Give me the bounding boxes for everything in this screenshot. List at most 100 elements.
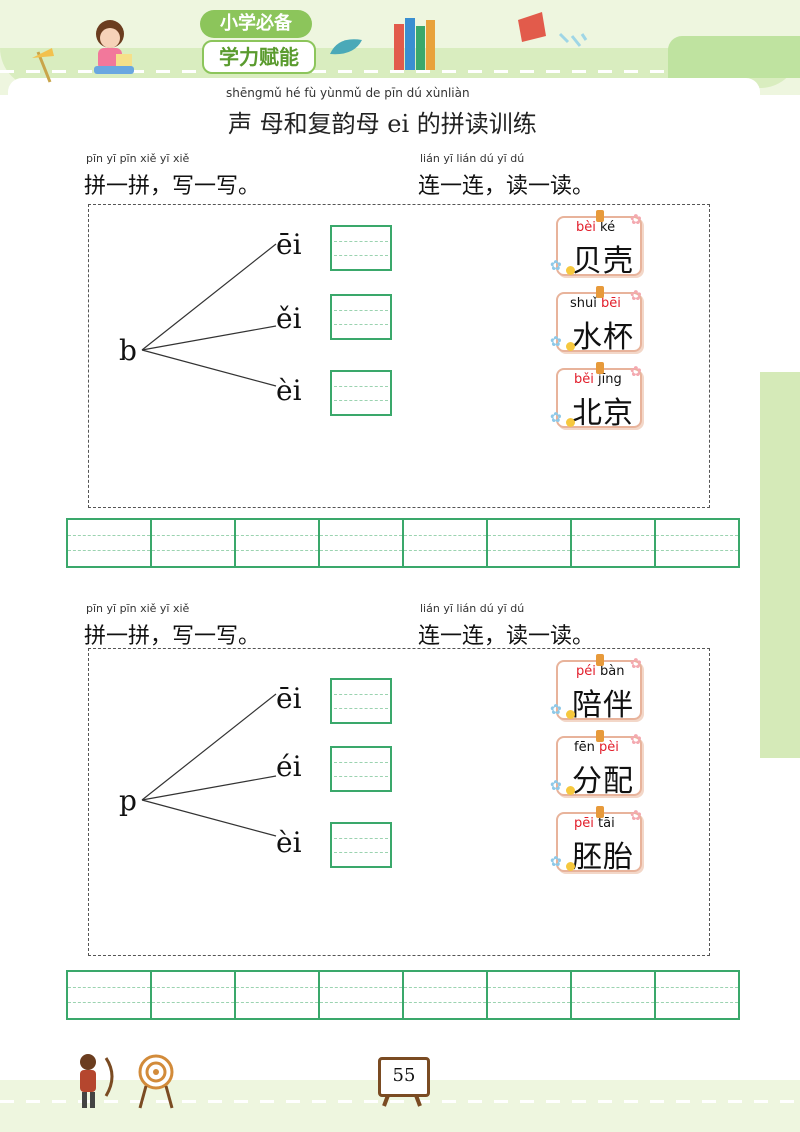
section2-right-heading: 连一连，读一读。	[418, 624, 595, 649]
initial-p: p	[119, 784, 137, 817]
pin-icon	[596, 806, 604, 818]
flower-icon: ✿	[550, 854, 562, 870]
card-pinyin: péi bàn	[576, 664, 624, 679]
write-box[interactable]	[330, 746, 392, 792]
brand-badge-top: 小学必备	[200, 10, 312, 38]
syllable-1-2: ěi	[276, 302, 302, 335]
branch-lines-2	[141, 693, 277, 837]
card-pinyin-syllable: bèi	[576, 220, 596, 235]
word-card[interactable]: pēi tāi 胚胎 ✿✿	[550, 806, 642, 875]
grid-cell[interactable]	[320, 520, 404, 566]
grid-cell[interactable]	[320, 972, 404, 1018]
grid-cell[interactable]	[404, 520, 488, 566]
section2-left-pinyin: pīn yī pīn xiě yī xiě	[86, 602, 190, 615]
sparkle-icon	[558, 32, 588, 47]
write-box[interactable]	[330, 225, 392, 271]
flower-icon: ✿	[630, 808, 642, 824]
grid-cell[interactable]	[404, 972, 488, 1018]
word-card[interactable]: shuǐ bēi 水杯 ✿✿	[550, 286, 642, 355]
flower-icon: ✿	[550, 410, 562, 426]
card-pinyin-syllable: bàn	[595, 664, 625, 679]
pin-icon	[596, 730, 604, 742]
dot-icon	[566, 266, 575, 275]
word-card[interactable]: fēn pèi 分配 ✿✿	[550, 730, 642, 799]
syllable-1-1: ēi	[276, 228, 302, 261]
word-card[interactable]: běi jīng 北京 ✿ ✿	[550, 362, 642, 431]
grid-cell[interactable]	[152, 520, 236, 566]
branch-lines-1	[141, 243, 277, 387]
grid-cell[interactable]	[656, 972, 738, 1018]
exercise-box-1	[88, 204, 710, 508]
write-box[interactable]	[330, 294, 392, 340]
card-word: 北京	[572, 396, 634, 431]
writing-grid-1[interactable]	[66, 518, 740, 568]
grid-cell[interactable]	[236, 520, 320, 566]
syllable-2-3: èi	[276, 826, 302, 859]
card-pinyin-syllable: tāi	[593, 816, 615, 831]
flower-icon: ✿	[550, 778, 562, 794]
write-box[interactable]	[330, 822, 392, 868]
flower-icon: ✿	[630, 656, 642, 672]
writing-grid-2[interactable]	[66, 970, 740, 1020]
title-pinyin: shēngmǔ hé fù yùnmǔ de pīn dú xùnliàn	[226, 86, 470, 100]
section2-left-heading: 拼一拼，写一写。	[84, 624, 261, 649]
books-icon	[394, 18, 435, 70]
card-pinyin-syllable: pèi	[598, 740, 619, 755]
flower-icon: ✿	[550, 702, 562, 718]
section2-right-pinyin: lián yī lián dú yī dú	[420, 602, 525, 615]
flower-icon: ✿	[630, 212, 642, 228]
section1-left-heading: 拼一拼，写一写。	[84, 174, 261, 199]
grid-cell[interactable]	[488, 972, 572, 1018]
grid-cell[interactable]	[152, 972, 236, 1018]
flower-icon: ✿	[550, 258, 562, 274]
flying-book-icon	[518, 12, 546, 42]
write-box[interactable]	[330, 678, 392, 724]
card-pinyin: bèi ké	[576, 220, 615, 235]
grid-cell[interactable]	[68, 972, 152, 1018]
card-word: 陪伴	[572, 688, 634, 723]
section1-right-pinyin: lián yī lián dú yī dú	[420, 152, 525, 165]
leaf-icon	[330, 39, 362, 55]
word-card[interactable]: bèi ké 贝壳 ✿ ✿	[550, 210, 642, 279]
brand-badge-bottom: 学力赋能	[202, 40, 316, 74]
archer-icon	[80, 1054, 174, 1109]
card-word: 贝壳	[572, 244, 634, 279]
card-word: 水杯	[572, 320, 634, 355]
card-pinyin-syllable: fēn	[574, 740, 599, 755]
grid-cell[interactable]	[572, 520, 656, 566]
flower-icon: ✿	[630, 288, 642, 304]
grid-cell[interactable]	[656, 520, 738, 566]
card-pinyin: běi jīng	[574, 372, 622, 387]
card-pinyin-syllable: běi	[574, 372, 594, 387]
card-word: 分配	[572, 764, 634, 799]
grid-cell[interactable]	[488, 520, 572, 566]
syllable-2-2: éi	[276, 750, 302, 783]
card-pinyin: shuǐ bēi	[570, 296, 621, 311]
section1-left-pinyin: pīn yī pīn xiě yī xiě	[86, 152, 190, 165]
pin-icon	[596, 286, 604, 298]
flower-icon: ✿	[630, 364, 642, 380]
card-pinyin-syllable: péi	[576, 664, 596, 679]
word-card[interactable]: péi bàn 陪伴 ✿ ✿	[550, 654, 642, 723]
card-pinyin-syllable: pēi	[574, 816, 594, 831]
write-box[interactable]	[330, 370, 392, 416]
card-pinyin-syllable: ké	[595, 220, 616, 235]
dot-icon	[566, 786, 575, 795]
grid-cell[interactable]	[68, 520, 152, 566]
page-number: 55	[378, 1057, 430, 1097]
syllable-1-3: èi	[276, 374, 302, 407]
initial-b: b	[119, 334, 137, 367]
reading-girl-icon	[32, 20, 134, 83]
card-pinyin-syllable: shuǐ	[570, 296, 601, 311]
dot-icon	[566, 710, 575, 719]
dot-icon	[566, 862, 575, 871]
page-title: 声 母和复韵母 ei 的拼读训练	[228, 110, 537, 138]
grid-cell[interactable]	[236, 972, 320, 1018]
pin-icon	[596, 654, 604, 666]
dot-icon	[566, 418, 575, 427]
dot-icon	[566, 342, 575, 351]
side-tab	[760, 372, 800, 758]
card-pinyin-syllable: bēi	[601, 296, 621, 311]
grid-cell[interactable]	[572, 972, 656, 1018]
pin-icon	[596, 362, 604, 374]
